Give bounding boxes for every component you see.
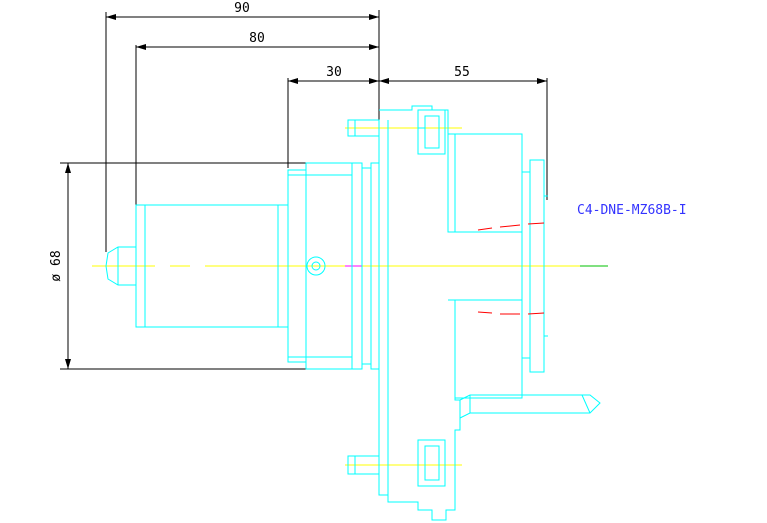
hidden-lines xyxy=(477,222,545,315)
dimension-arrows xyxy=(65,14,547,369)
centerline xyxy=(92,127,608,466)
dim-80-label: 80 xyxy=(249,31,265,46)
dim-30-label: 30 xyxy=(326,65,342,80)
part-number-label: C4-DNE-MZ68B-I xyxy=(577,203,687,218)
dimension-lines xyxy=(60,10,548,370)
dim-diameter-68-label: ø 68 xyxy=(49,250,64,281)
dim-90-label: 90 xyxy=(234,1,250,16)
dim-55-label: 55 xyxy=(454,65,470,80)
part-outline xyxy=(105,105,601,521)
